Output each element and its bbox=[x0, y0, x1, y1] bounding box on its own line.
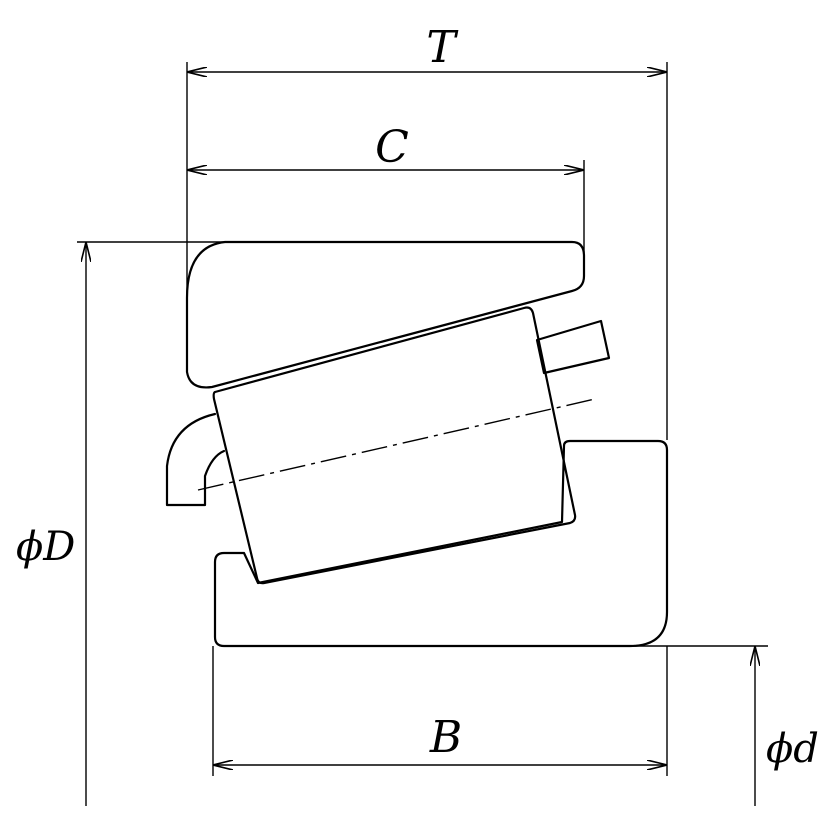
label-outer-diameter: ϕD bbox=[16, 524, 75, 570]
label-T: T bbox=[426, 22, 459, 73]
label-B: B bbox=[429, 712, 462, 763]
outer-ring bbox=[185, 240, 586, 389]
label-inner-diameter: ϕd bbox=[766, 726, 819, 772]
inner-ring bbox=[213, 439, 669, 648]
roller bbox=[212, 306, 577, 585]
cage-small-tab bbox=[535, 319, 611, 375]
cage-hook bbox=[165, 412, 226, 507]
label-C: C bbox=[375, 122, 409, 173]
roller-axis-centerline bbox=[197, 398, 596, 491]
